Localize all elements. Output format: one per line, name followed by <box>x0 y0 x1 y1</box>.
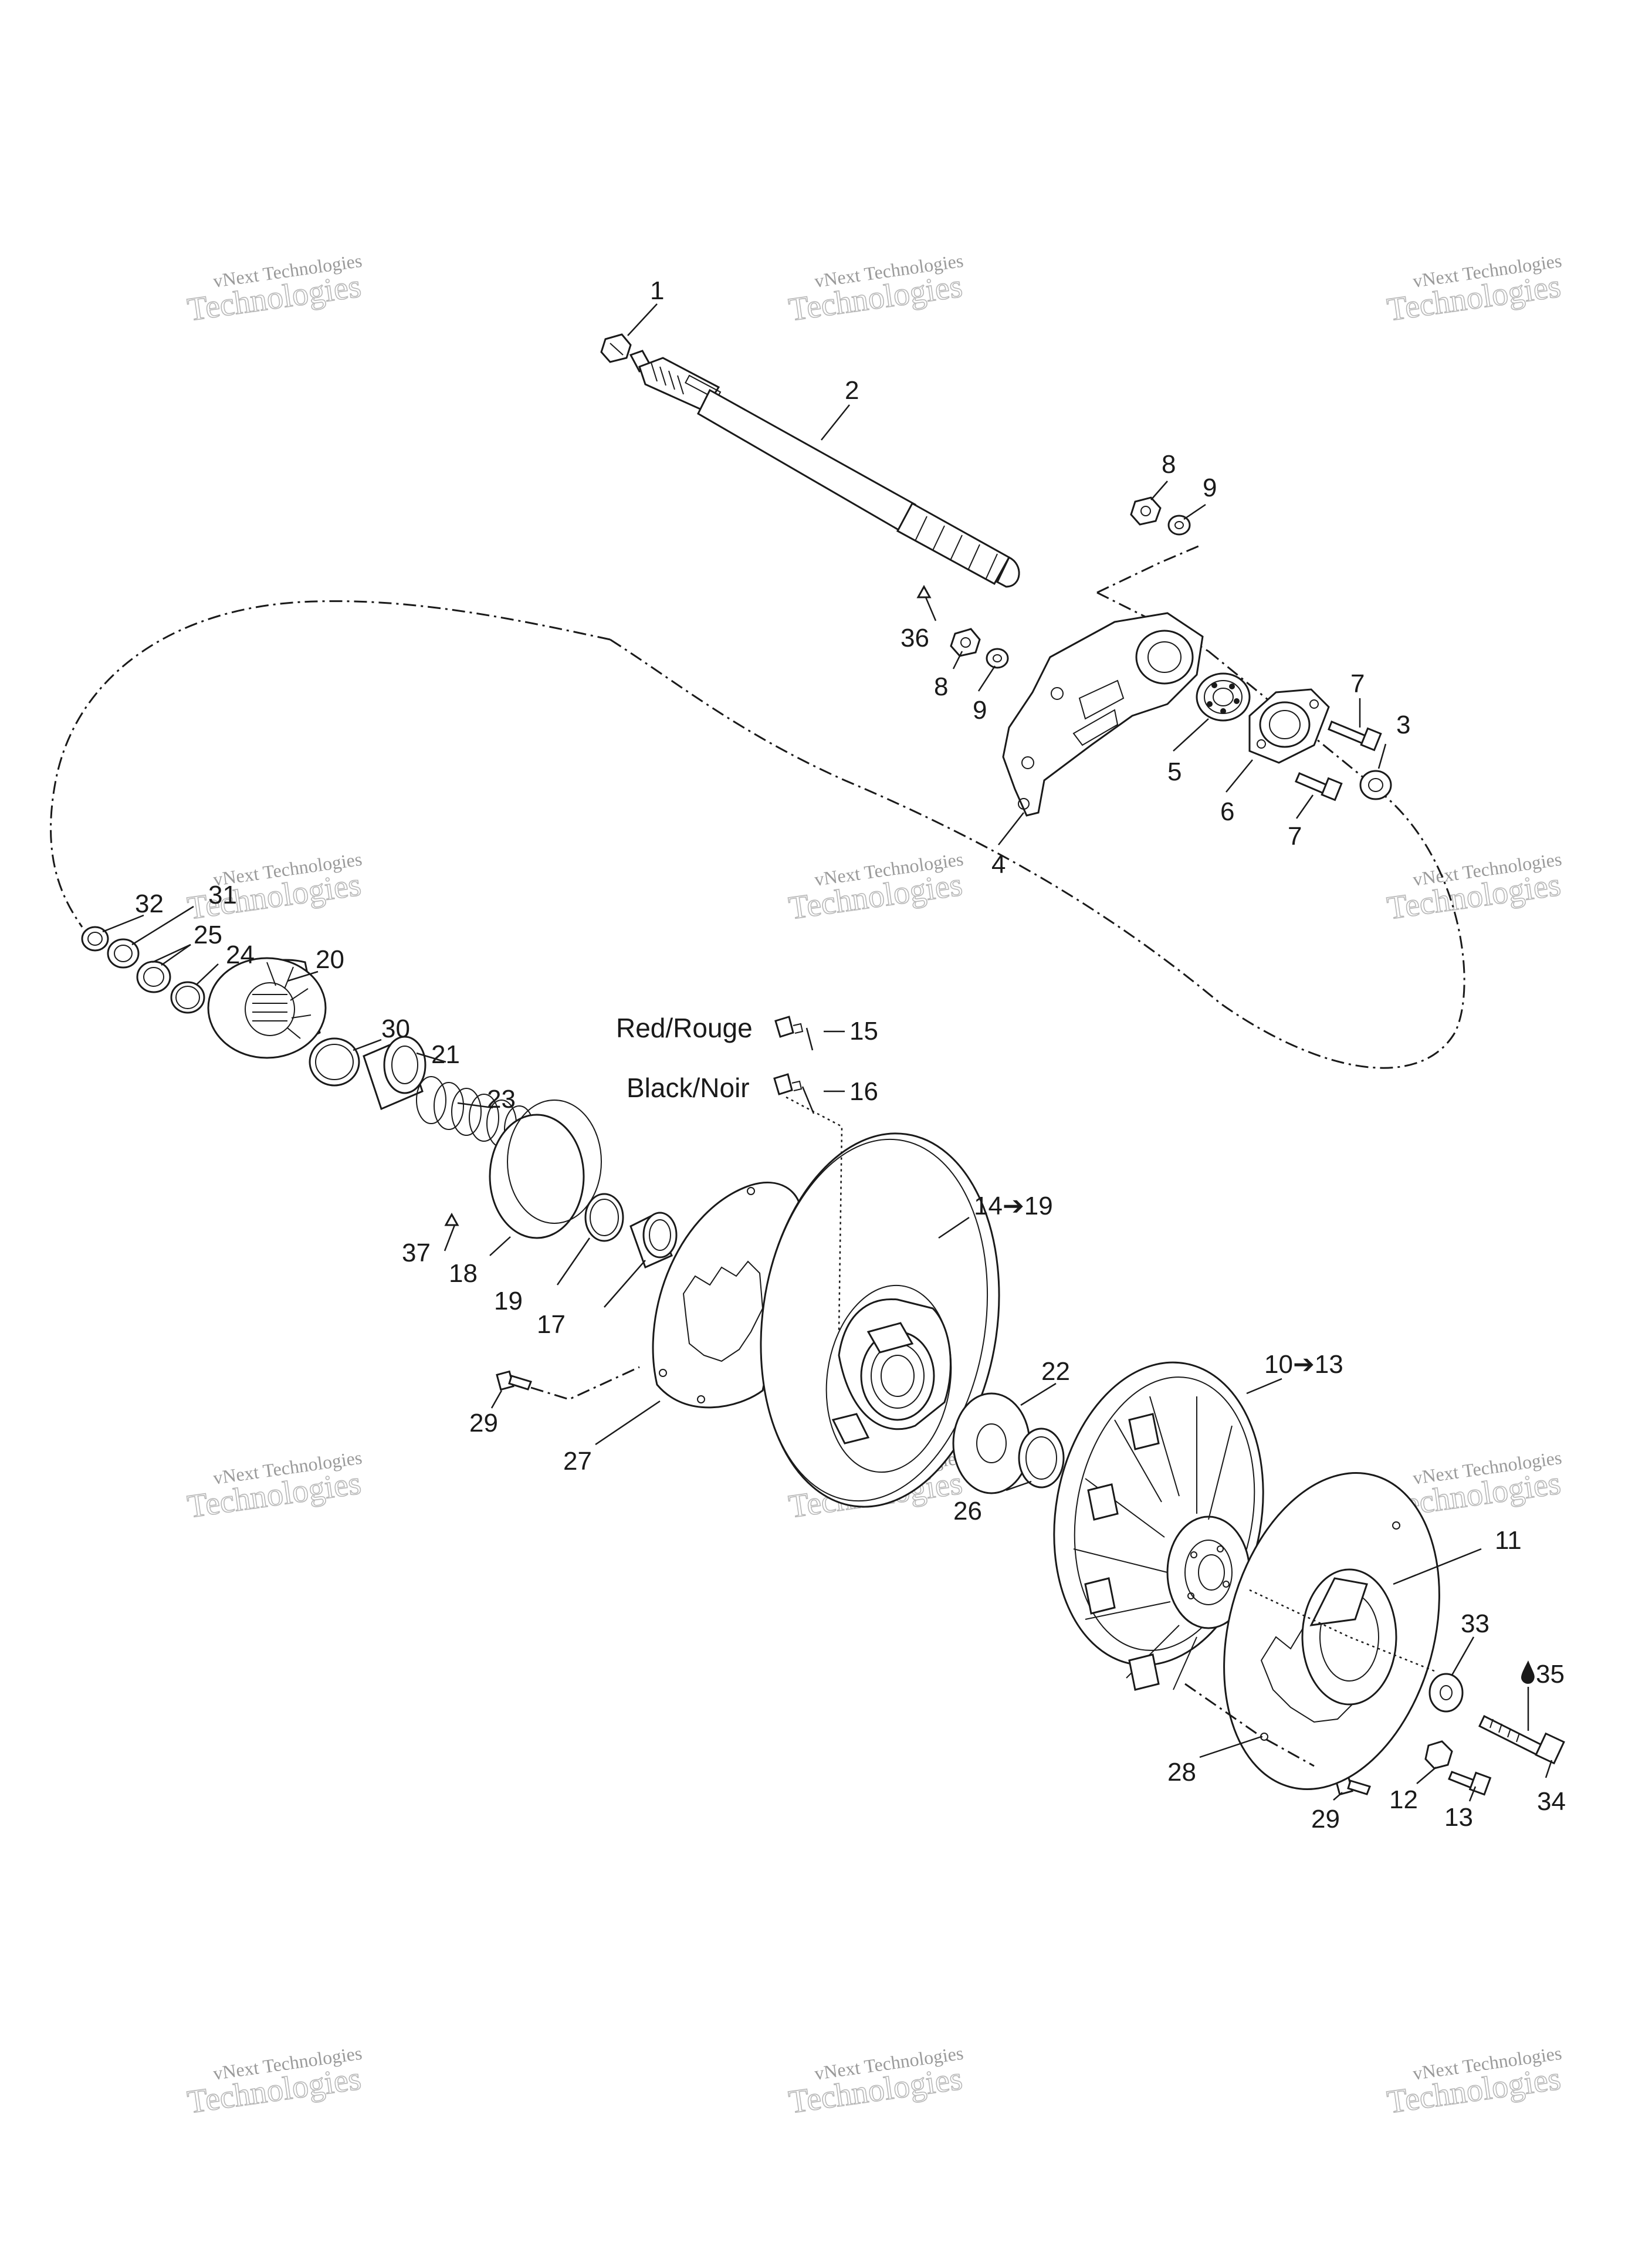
part-19-circlip <box>584 1193 624 1242</box>
part-9-washer-upper <box>1167 515 1191 536</box>
part-17-bushing <box>629 1212 678 1269</box>
part-15-red-slider <box>774 1016 804 1038</box>
callout-16: 16 <box>849 1077 878 1106</box>
callout-8-upper: 8 <box>1162 450 1176 479</box>
part-11-cam-plate <box>1301 1568 1397 1706</box>
part-24-ring <box>170 981 205 1014</box>
callout-25: 25 <box>194 921 222 949</box>
callout-29-left: 29 <box>469 1409 498 1437</box>
callout-10-13: 10➔13 <box>1264 1350 1343 1379</box>
callout-4: 4 <box>991 850 1006 879</box>
callout-1: 1 <box>650 276 664 305</box>
part-14-sliding-sheave <box>760 1132 1000 1508</box>
callout-31: 31 <box>208 881 237 909</box>
callout-labels: 1 2 8 9 36 8 9 7 3 5 6 7 4 32 31 25 24 2… <box>135 276 1566 1833</box>
callout-17: 17 <box>537 1310 566 1339</box>
assembly-outline-loop <box>50 600 1465 1069</box>
callout-36: 36 <box>901 624 929 652</box>
callout-21: 21 <box>431 1040 460 1069</box>
part-35-thread-locker-icon <box>1521 1660 1535 1684</box>
callout-3: 3 <box>1396 711 1410 739</box>
part-13-bolt <box>1448 1771 1492 1796</box>
part-21-bushing <box>363 1036 426 1111</box>
part-18-cover-ring <box>489 1100 602 1239</box>
part-25-washer <box>136 960 171 993</box>
part-20-cam <box>207 957 327 1059</box>
watermark: vNext Technologies Technologies <box>1384 2042 1563 2121</box>
part-8-nut-lower <box>950 628 981 657</box>
part-32-washer <box>81 926 109 952</box>
part-10-fixed-sheave <box>1053 1361 1264 1691</box>
watermark: vNext Technologies Technologies <box>786 250 965 329</box>
callout-5: 5 <box>1167 757 1182 786</box>
callout-27: 27 <box>563 1447 592 1476</box>
callout-14-19: 14➔19 <box>974 1192 1053 1220</box>
part-31-washer <box>107 938 140 969</box>
callout-13: 13 <box>1444 1803 1473 1832</box>
part-7-bolt-lower <box>1295 772 1343 801</box>
callout-20: 20 <box>316 945 344 974</box>
slider-16-reference-line <box>786 1096 843 1332</box>
part-26-ring <box>1018 1427 1065 1489</box>
watermark: vNext Technologies Technologies <box>185 2042 364 2121</box>
watermark: vNext Technologies Technologies <box>1384 250 1563 329</box>
callout-23: 23 <box>487 1085 516 1114</box>
part-36-grease-fitting <box>916 584 932 598</box>
callout-33: 33 <box>1461 1609 1489 1638</box>
callout-18: 18 <box>449 1259 478 1288</box>
legend-red-label: Red/Rouge <box>616 1013 753 1043</box>
part-30-ring <box>309 1037 360 1087</box>
callout-32: 32 <box>135 889 164 918</box>
watermark: vNext Technologies Technologies <box>185 1447 364 1525</box>
part-8-nut-upper <box>1130 496 1162 526</box>
part-33-washer <box>1428 1673 1464 1713</box>
callout-26: 26 <box>953 1497 982 1525</box>
callout-29-right: 29 <box>1311 1805 1340 1833</box>
watermark: vNext Technologies Technologies <box>786 848 965 927</box>
part-4-bracket <box>1002 612 1204 817</box>
part-7-bolt-upper <box>1328 720 1382 752</box>
part-5-bearing <box>1196 672 1251 722</box>
part-2-shaft <box>629 350 1020 588</box>
screw-29-left-axis <box>530 1366 640 1400</box>
callout-9-upper: 9 <box>1203 473 1217 502</box>
part-16-black-slider <box>773 1073 803 1095</box>
callout-7-lower: 7 <box>1288 822 1302 851</box>
callout-12: 12 <box>1389 1785 1418 1814</box>
callout-35: 35 <box>1536 1660 1565 1689</box>
callout-22: 22 <box>1041 1357 1070 1386</box>
callout-7-upper: 7 <box>1350 669 1365 698</box>
part-9-washer-lower <box>986 648 1009 669</box>
callout-30: 30 <box>381 1014 410 1043</box>
part-22-washer <box>952 1392 1031 1494</box>
watermark: vNext Technologies Technologies <box>786 2042 965 2121</box>
callout-6: 6 <box>1220 797 1234 826</box>
callout-24: 24 <box>226 941 255 969</box>
watermark: vNext Technologies Technologies <box>1384 848 1563 927</box>
part-29-screw-left <box>496 1370 532 1391</box>
callout-19: 19 <box>494 1287 523 1315</box>
leader-lines <box>102 303 1553 1802</box>
part-12-nut <box>1424 1740 1453 1770</box>
legend-black-label: Black/Noir <box>627 1073 750 1103</box>
callout-9-lower: 9 <box>973 696 987 725</box>
callout-8-lower: 8 <box>934 672 948 701</box>
part-34-bolt <box>1478 1714 1565 1765</box>
part-37-grease-fitting <box>444 1212 459 1226</box>
callout-37: 37 <box>402 1239 431 1267</box>
callout-34: 34 <box>1537 1787 1566 1816</box>
callout-28: 28 <box>1167 1758 1196 1787</box>
hub-alignment-line <box>1249 1589 1438 1673</box>
part-6-flange <box>1248 688 1330 764</box>
watermark: vNext Technologies Technologies <box>185 250 364 329</box>
callout-2: 2 <box>845 376 859 405</box>
part-3-bushing <box>1359 770 1392 800</box>
callout-11: 11 <box>1495 1526 1522 1555</box>
callout-15: 15 <box>849 1017 878 1046</box>
part-1-nut <box>600 333 632 363</box>
